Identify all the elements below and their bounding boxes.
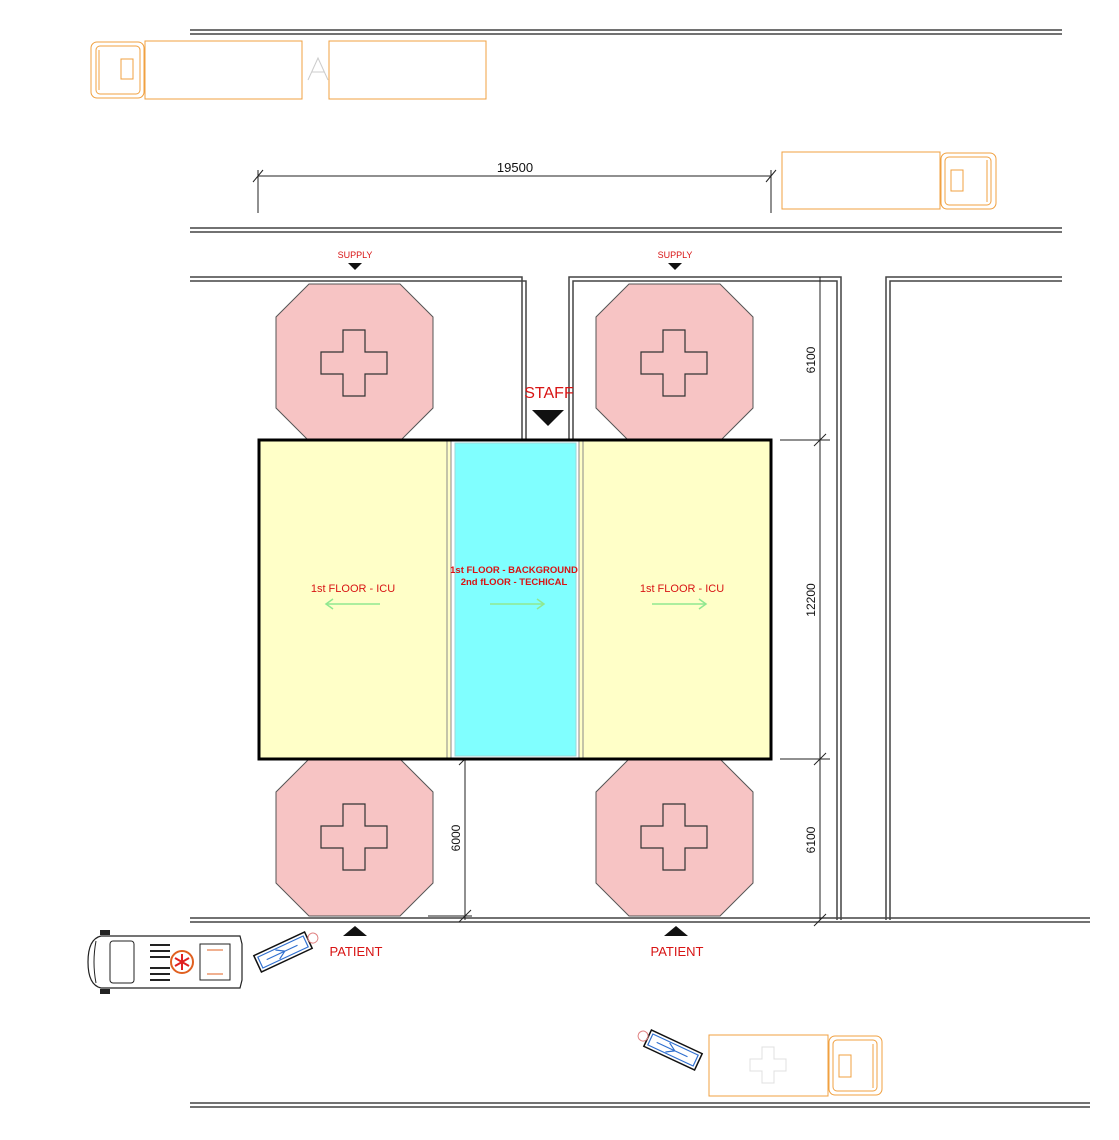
patient-label-left: PATIENT bbox=[330, 944, 383, 959]
module-bottom-right bbox=[595, 758, 754, 917]
dimension-width-top bbox=[252, 169, 777, 213]
flow-arrows bbox=[324, 598, 708, 610]
stretcher-icon bbox=[637, 1029, 704, 1071]
triangle-marker-icon bbox=[532, 410, 564, 426]
medical-cross-icon bbox=[320, 329, 388, 397]
ambulance-icon bbox=[708, 1034, 883, 1097]
truck-icon bbox=[781, 151, 997, 210]
left-zone-label: 1st FLOOR - ICU bbox=[311, 583, 395, 595]
dimension-width-label: 19500 bbox=[497, 160, 533, 175]
dimension-main-depth: 12200 bbox=[804, 583, 818, 617]
stretcher-icon bbox=[252, 931, 319, 973]
main-building bbox=[257, 438, 773, 761]
triangle-marker-icon bbox=[668, 263, 682, 270]
module-bottom-left bbox=[275, 758, 434, 917]
roads bbox=[190, 29, 1090, 1108]
medical-cross-icon bbox=[640, 803, 708, 871]
arrow-right-icon bbox=[490, 598, 546, 610]
right-zone-label: 1st FLOOR - ICU bbox=[640, 583, 724, 595]
arrow-left-icon bbox=[324, 598, 380, 610]
module-top-left bbox=[275, 283, 434, 442]
module-top-right bbox=[595, 283, 754, 442]
center-zone-label-1: 1st FLOOR - BACKGROUND bbox=[450, 565, 578, 576]
dimension-lower-depth: 6100 bbox=[804, 826, 818, 853]
center-zone-label-2: 2nd fLOOR - TECHICAL bbox=[461, 577, 568, 588]
supply-label-left: SUPPLY bbox=[338, 250, 373, 260]
triangle-marker-icon bbox=[664, 926, 688, 936]
patient-label-right: PATIENT bbox=[651, 944, 704, 959]
triangle-marker-icon bbox=[348, 263, 362, 270]
ambulance-icon bbox=[87, 930, 243, 994]
dimension-upper-depth: 6100 bbox=[804, 346, 818, 373]
medical-cross-icon bbox=[640, 329, 708, 397]
triangle-marker-icon bbox=[343, 926, 367, 936]
staff-label: STAFF bbox=[524, 385, 574, 402]
arrow-right-icon bbox=[652, 598, 708, 610]
medical-cross-icon bbox=[749, 1046, 787, 1084]
dimension-lower-left bbox=[428, 752, 472, 923]
dimension-lower-left-label: 6000 bbox=[449, 824, 463, 851]
dimension-right-chain bbox=[780, 277, 830, 927]
truck-icon bbox=[90, 40, 487, 100]
site-boundary bbox=[190, 276, 1062, 920]
supply-label-right: SUPPLY bbox=[658, 250, 693, 260]
medical-cross-icon bbox=[320, 803, 388, 871]
